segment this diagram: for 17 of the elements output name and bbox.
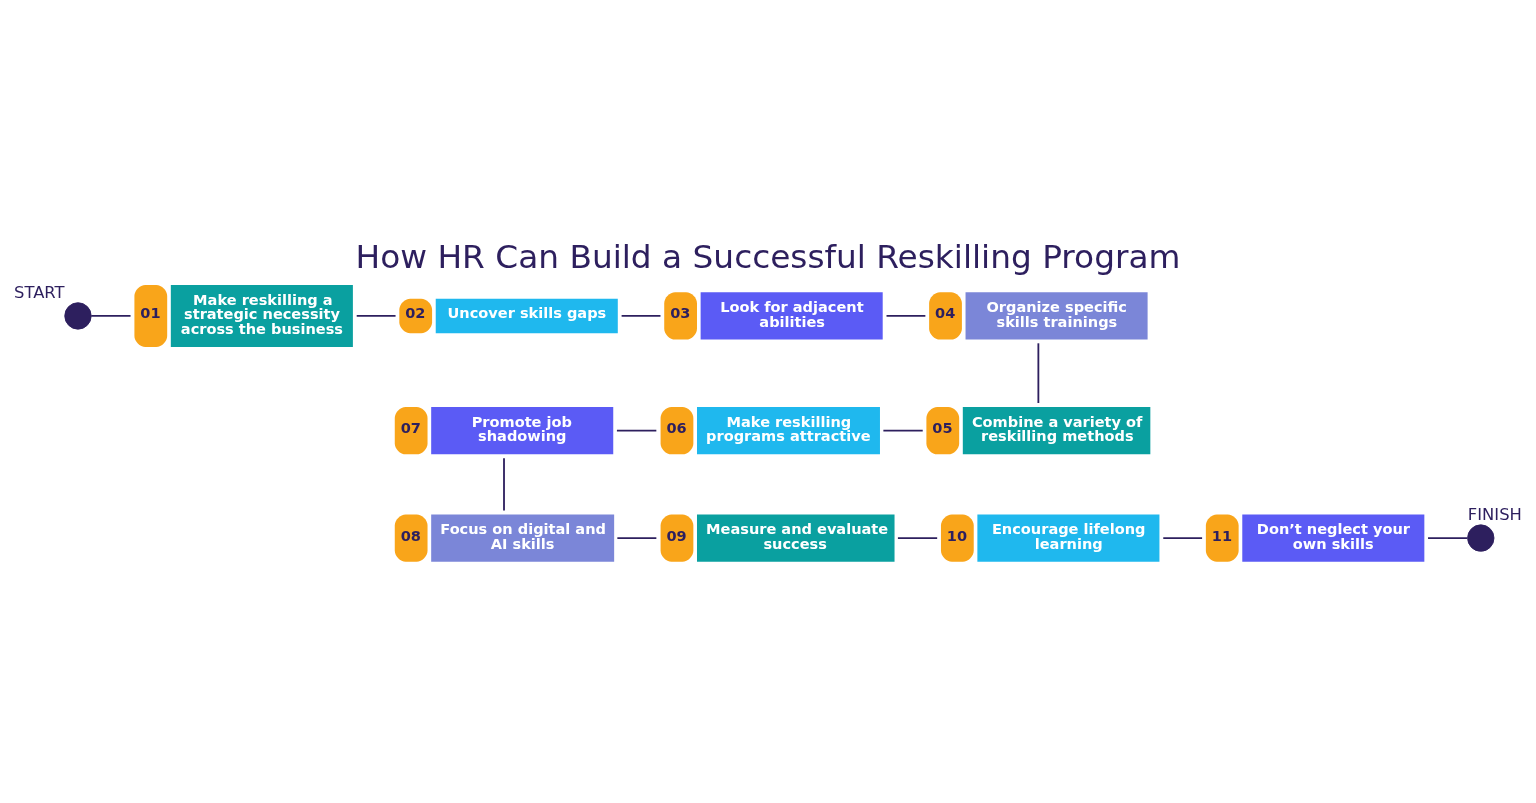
connector	[1162, 537, 1203, 539]
connector	[885, 315, 927, 317]
diagram-title: How HR Can Build a Successful Reskilling Program	[355, 237, 1181, 276]
node-label: FINISH	[1467, 504, 1522, 524]
node-label: START	[14, 282, 65, 302]
connector	[1427, 537, 1469, 539]
node-circle	[1467, 524, 1495, 552]
connector	[616, 537, 658, 539]
connector	[90, 315, 132, 317]
connector	[355, 315, 397, 317]
node-circle	[64, 302, 92, 330]
connector	[503, 457, 505, 512]
connector	[1037, 342, 1040, 404]
connector	[882, 429, 924, 432]
connector	[897, 537, 939, 539]
connector	[616, 429, 658, 432]
connector	[620, 315, 662, 317]
